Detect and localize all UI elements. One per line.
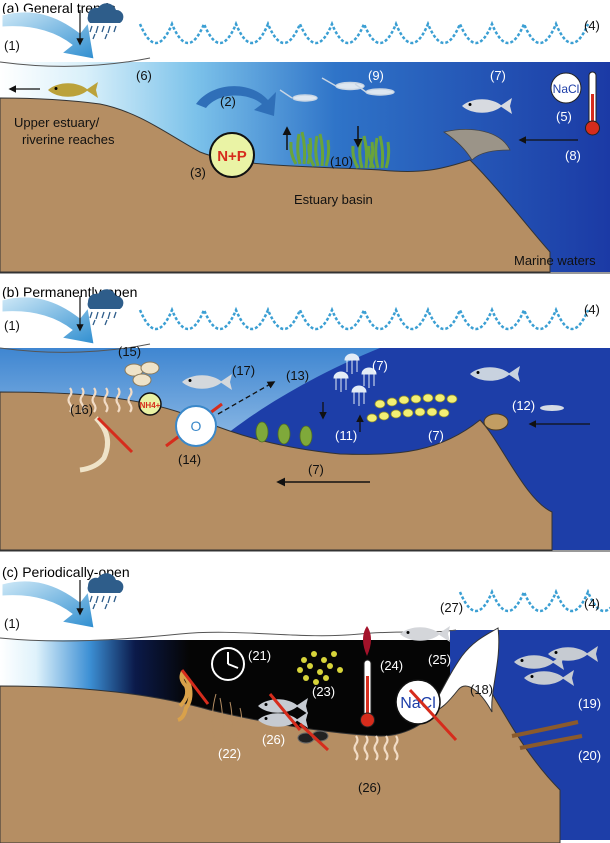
upper-estuary-label: Upper estuary/ [14, 115, 100, 130]
estuary-basin-label: Estuary basin [294, 192, 373, 207]
seagrass-icon [255, 421, 313, 447]
nutrients-text: N+P [217, 148, 247, 165]
label-5: (5) [556, 109, 572, 124]
panel-a-sediment [0, 97, 551, 273]
ammonium-icon [138, 392, 162, 416]
rain-cloud-icon [86, 2, 125, 40]
marine-waters-label: Marine waters [514, 253, 596, 268]
mullet-icon [400, 626, 450, 642]
label-21: (21) [248, 648, 271, 663]
svg-text:O: O [191, 418, 202, 434]
bivalve-icon [124, 361, 160, 387]
label-4: (4) [584, 18, 600, 33]
panel-c-periodically-open: (18) (c) Periodically-open (1) (4) (21) … [0, 564, 610, 843]
phytoplankton-icon [297, 651, 343, 685]
shrimp-icon [279, 77, 395, 102]
label-25: (25) [428, 652, 451, 667]
label-23: (23) [312, 684, 335, 699]
sand-berm-icon [429, 627, 500, 713]
panel-c-waves [458, 588, 610, 613]
panel-b-sediment [0, 391, 553, 551]
crab-icon [483, 413, 509, 431]
panel-c-title: (c) Periodically-open [2, 564, 130, 580]
label-26b: (26) [358, 780, 381, 795]
mixing-arrow-icon [196, 86, 276, 116]
label-7c: (7) [308, 462, 324, 477]
label-17: (17) [232, 363, 255, 378]
label-13: (13) [286, 368, 309, 383]
thermometer-icon [360, 626, 375, 728]
larvae-icon [366, 393, 458, 423]
panel-a-general-trends: (a) General trends (1) (4) (6) Upper est… [0, 0, 610, 274]
panel-a-waves [138, 20, 590, 45]
ammonium-text: NH4+ [140, 401, 161, 410]
seagrass-icon [211, 693, 243, 739]
label-3: (3) [190, 165, 206, 180]
riverine-reaches-label: riverine reaches [22, 132, 115, 147]
ray-icon [443, 129, 511, 161]
label-1: (1) [4, 38, 20, 53]
label-8: (8) [565, 148, 581, 163]
label-9: (9) [368, 68, 384, 83]
clock-icon [211, 647, 245, 681]
salinity-text: NaCl [553, 82, 580, 96]
label-7: (7) [490, 68, 506, 83]
label-10: (10) [330, 154, 353, 169]
label-15: (15) [118, 344, 141, 359]
label-19: (19) [578, 696, 601, 711]
salinity-icon [550, 72, 582, 104]
seahorse-icon [177, 670, 193, 722]
label-1: (1) [4, 318, 20, 333]
label-6: (6) [136, 68, 152, 83]
label-18: (18) [470, 682, 493, 697]
label-2: (2) [220, 94, 236, 109]
thermometer-icon [585, 71, 600, 136]
polychaete-icon [79, 416, 134, 473]
label-12: (12) [512, 398, 535, 413]
label-24: (24) [380, 658, 403, 673]
prawn-icon [540, 405, 564, 411]
label-4: (4) [584, 302, 600, 317]
label-4: (4) [584, 596, 600, 611]
salinity-icon [395, 679, 441, 725]
label-7b: (7) [428, 428, 444, 443]
label-1: (1) [4, 616, 20, 631]
label-22: (22) [218, 746, 241, 761]
jellyfish-icon [333, 353, 377, 406]
label-14: (14) [178, 452, 201, 467]
oxygen-icon [175, 405, 217, 447]
panel-b-permanently-open: (b) Permanently-open (1) (4) (15) NH4+ (… [0, 284, 610, 552]
panel-c-sediment [0, 675, 561, 843]
nutrients-icon [209, 132, 255, 178]
label-27: (27) [440, 600, 463, 615]
label-7a: (7) [372, 358, 388, 373]
label-20: (20) [578, 748, 601, 763]
label-16: (16) [70, 402, 93, 417]
eel-icon [511, 720, 583, 750]
panel-b-waves [138, 306, 590, 331]
label-26a: (26) [262, 732, 285, 747]
label-11: (11) [335, 428, 357, 443]
